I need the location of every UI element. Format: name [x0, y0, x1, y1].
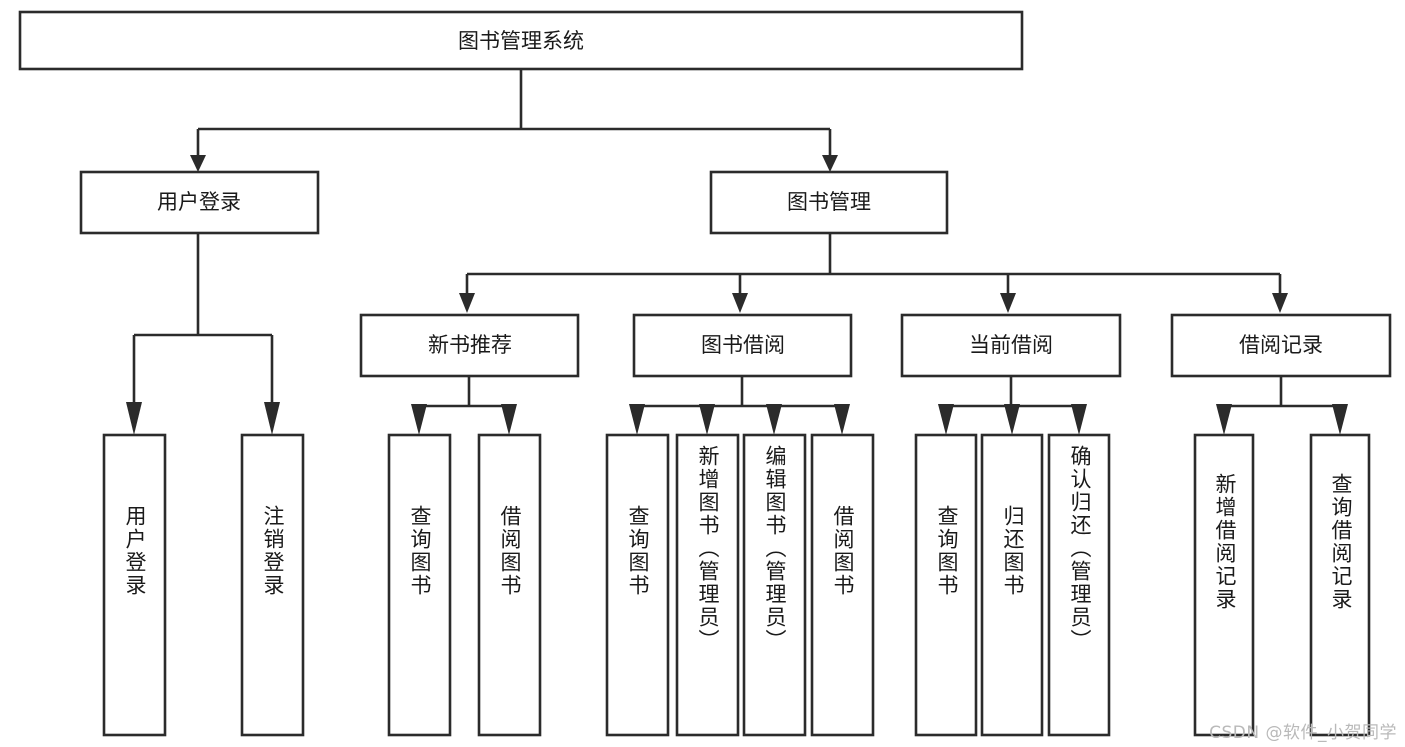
leaf-box-user-login[interactable] [102, 433, 167, 737]
arrow-current-borrow [1000, 293, 1016, 313]
node-current-borrow[interactable]: 当前借阅 [900, 313, 1122, 378]
node-borrow-record[interactable]: 借阅记录 [1170, 313, 1392, 378]
arrow-leaf-edit-book [766, 404, 782, 435]
arrow-leaf-query-record [1332, 404, 1348, 435]
node-new-book-rec[interactable]: 新书推荐 [359, 313, 580, 378]
node-root-box[interactable] [18, 10, 1024, 71]
node-user-login-box[interactable] [79, 170, 320, 235]
node-book-manage-label: 图书管理 [787, 190, 871, 214]
node-book-manage[interactable]: 图书管理 [709, 170, 949, 235]
arrow-user-login [190, 155, 206, 172]
arrow-book-manage [822, 155, 838, 172]
arrow-leaf-return-book [1004, 404, 1020, 435]
leaf-box-logout[interactable] [240, 433, 305, 737]
node-borrow-record-label: 借阅记录 [1239, 333, 1323, 357]
node-book-borrow[interactable]: 图书借阅 [632, 313, 853, 378]
leaf-box-add-record[interactable] [1193, 433, 1255, 737]
node-current-borrow-box[interactable] [900, 313, 1122, 378]
node-borrow-record-box[interactable] [1170, 313, 1392, 378]
arrow-leaf-add-record [1216, 404, 1232, 435]
arrow-leaf-borrow-book-2 [834, 404, 850, 435]
node-root[interactable]: 图书管理系统 [18, 10, 1024, 71]
node-book-borrow-box[interactable] [632, 313, 853, 378]
arrow-leaf-confirm-return [1071, 404, 1087, 435]
arrow-leaf-user-login [126, 402, 142, 435]
leaf-box-add-book[interactable] [675, 433, 740, 737]
leaf-box-query-book-1[interactable] [387, 433, 452, 737]
connector-layer [126, 69, 1348, 435]
arrow-leaf-add-book [699, 404, 715, 435]
node-user-login[interactable]: 用户登录 [79, 170, 320, 235]
arrow-leaf-query-book-1 [411, 404, 427, 435]
arrow-leaf-logout [264, 402, 280, 435]
leaf-box-return-book[interactable] [980, 433, 1044, 737]
node-book-borrow-label: 图书借阅 [701, 333, 785, 357]
node-root-label: 图书管理系统 [458, 29, 584, 53]
arrow-leaf-query-book-3 [938, 404, 954, 435]
node-current-borrow-label: 当前借阅 [969, 333, 1053, 357]
leaf-box-borrow-book-1[interactable] [477, 433, 542, 737]
leaf-box-confirm-return[interactable] [1047, 433, 1111, 737]
arrow-leaf-borrow-book-1 [501, 404, 517, 435]
arrow-borrow-record [1272, 293, 1288, 313]
leaf-box-borrow-book-2[interactable] [810, 433, 875, 737]
node-user-login-label: 用户登录 [157, 190, 241, 214]
node-book-manage-box[interactable] [709, 170, 949, 235]
node-new-book-rec-box[interactable] [359, 313, 580, 378]
arrow-book-borrow [732, 293, 748, 313]
arrow-leaf-query-book-2 [629, 404, 645, 435]
node-new-book-rec-label: 新书推荐 [428, 333, 512, 357]
arrow-new-book-rec [459, 293, 475, 313]
leaf-box-layer [102, 433, 1371, 737]
leaf-box-query-book-2[interactable] [605, 433, 670, 737]
leaf-box-query-record[interactable] [1309, 433, 1371, 737]
leaf-box-query-book-3[interactable] [914, 433, 978, 737]
csdn-watermark: CSDN @软件_小贺同学 [1209, 723, 1397, 743]
leaf-box-edit-book[interactable] [742, 433, 807, 737]
